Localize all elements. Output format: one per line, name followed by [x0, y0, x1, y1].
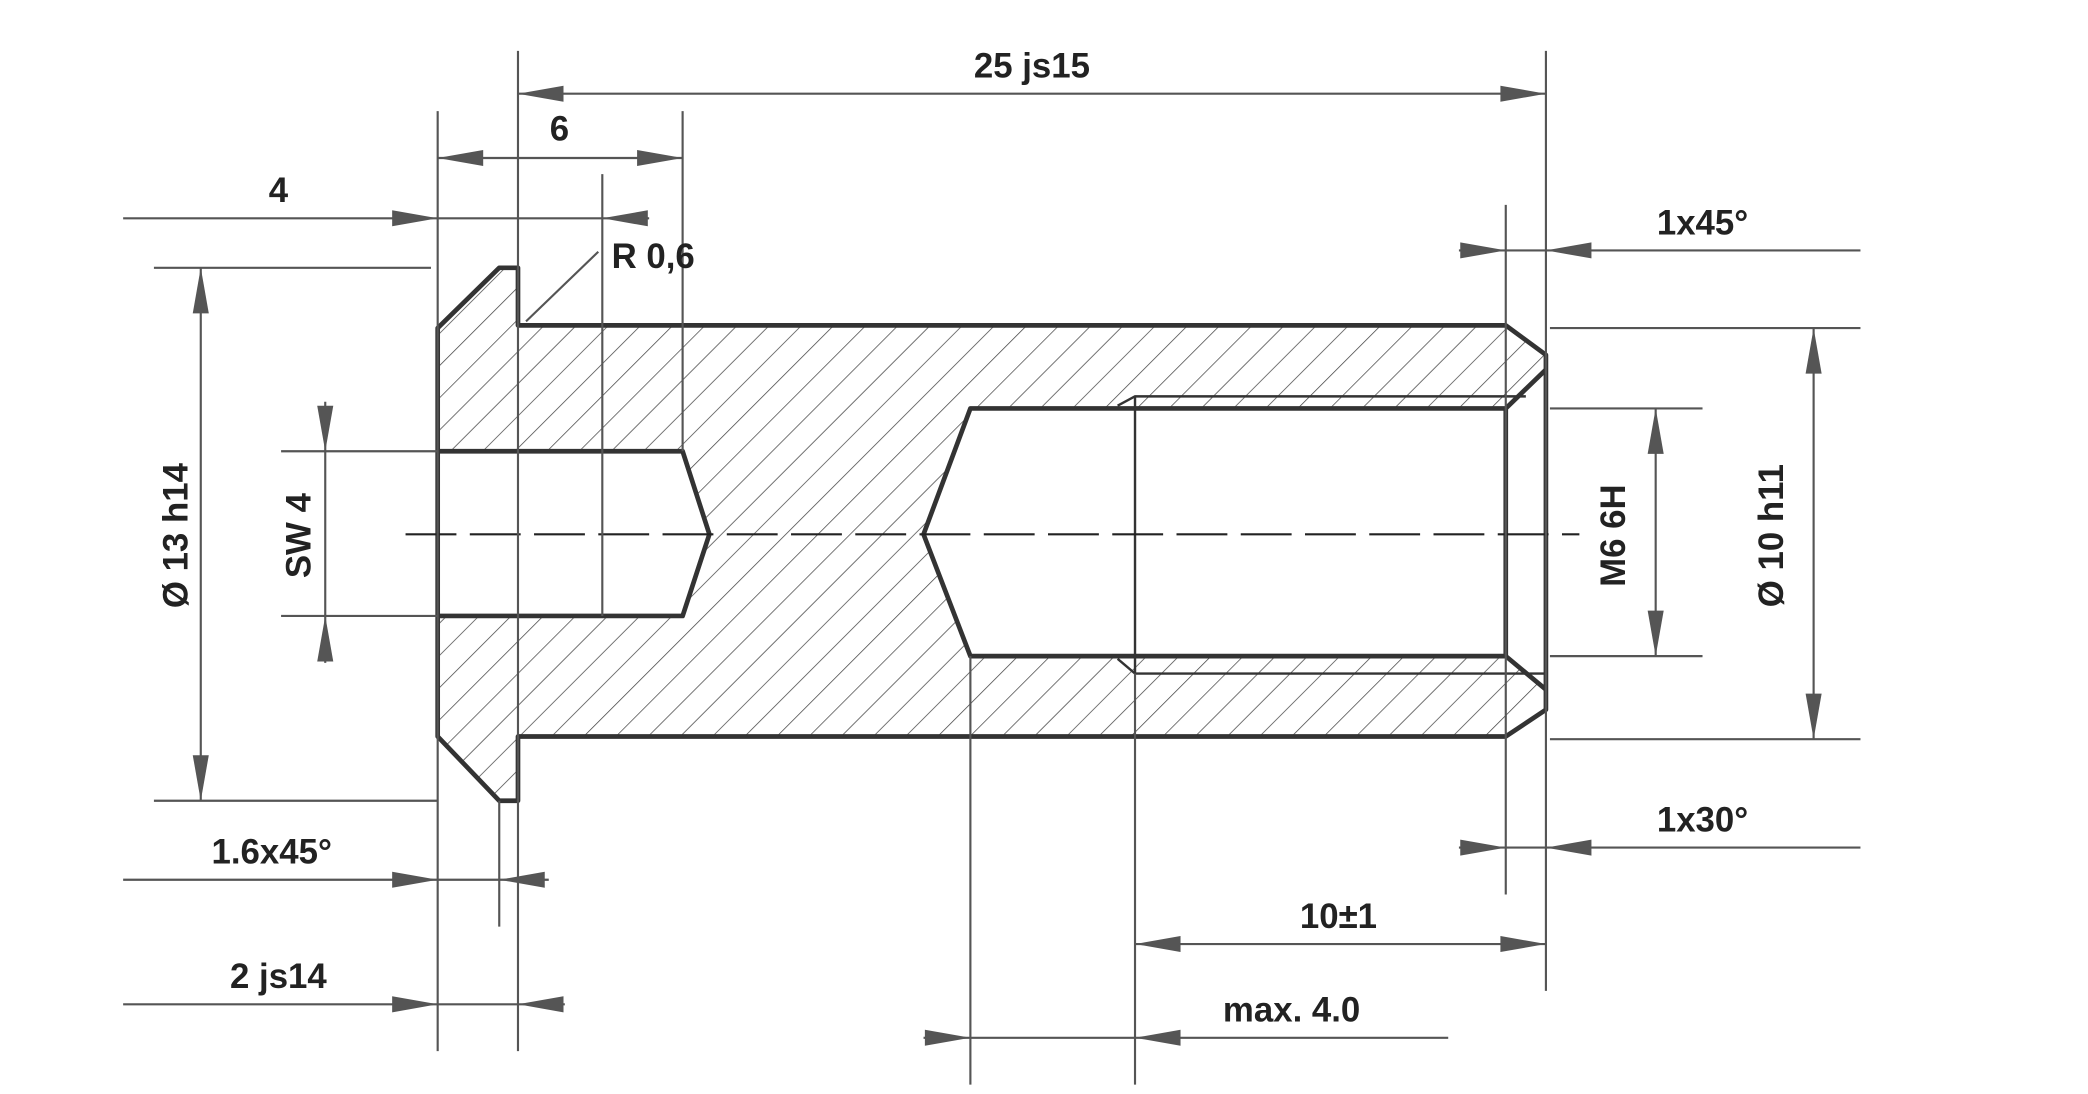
arrowhead-icon [392, 210, 438, 227]
dim-radius-position: 4 [269, 171, 289, 210]
arrowhead-icon [1805, 693, 1822, 740]
dim-chamfer-right-top: 1x45° [1657, 203, 1748, 242]
arrowhead-icon [1545, 242, 1592, 259]
arrowhead-icon [1805, 328, 1822, 374]
dim-chamfer-right-bottom: 1x30° [1657, 801, 1748, 840]
arrowhead-icon [924, 1029, 971, 1046]
dim-radius: R 0,6 [612, 237, 695, 276]
dim-hex-socket-depth: 6 [550, 110, 569, 149]
dim-thread: M6 6H [1594, 484, 1633, 587]
dim-hex-socket-size: SW 4 [280, 492, 319, 578]
arrowhead-icon [637, 149, 683, 167]
arrowhead-icon [437, 149, 484, 167]
dimension-arrows [192, 85, 1822, 1046]
arrowhead-icon [392, 871, 438, 888]
arrowhead-icon [1500, 935, 1546, 953]
arrowhead-icon [192, 755, 209, 801]
dimension-lines [123, 50, 1861, 1085]
arrowhead-icon [1647, 610, 1664, 657]
arrowhead-icon [517, 85, 564, 102]
arrowhead-icon [392, 996, 438, 1013]
threaded-bore [923, 369, 1546, 690]
arrowhead-icon [1500, 85, 1546, 102]
dim-flange-thickness: 2 js14 [230, 957, 327, 996]
dim-thread-runout: max. 4.0 [1223, 991, 1360, 1030]
arrowhead-icon [1135, 1029, 1181, 1046]
arrowhead-icon [517, 996, 564, 1013]
arrowhead-icon [317, 405, 334, 452]
dim-thread-length: 10±1 [1300, 897, 1377, 936]
dim-flange-chamfer: 1.6x45° [212, 833, 332, 872]
arrowhead-icon [499, 871, 545, 888]
arrowhead-icon [1545, 839, 1592, 856]
dim-flange-diameter: Ø 13 h14 [156, 462, 195, 608]
arrowhead-icon [1460, 242, 1506, 259]
arrowhead-icon [192, 267, 209, 314]
arrowhead-icon [602, 210, 648, 227]
arrowhead-icon [1647, 408, 1664, 454]
part-section [405, 265, 1580, 804]
arrowhead-icon [1460, 839, 1506, 856]
dim-body-diameter: Ø 10 h11 [1752, 464, 1791, 607]
dim-overall-length: 25 js15 [974, 47, 1090, 86]
arrowhead-icon [317, 615, 334, 662]
arrowhead-icon [1135, 935, 1181, 953]
